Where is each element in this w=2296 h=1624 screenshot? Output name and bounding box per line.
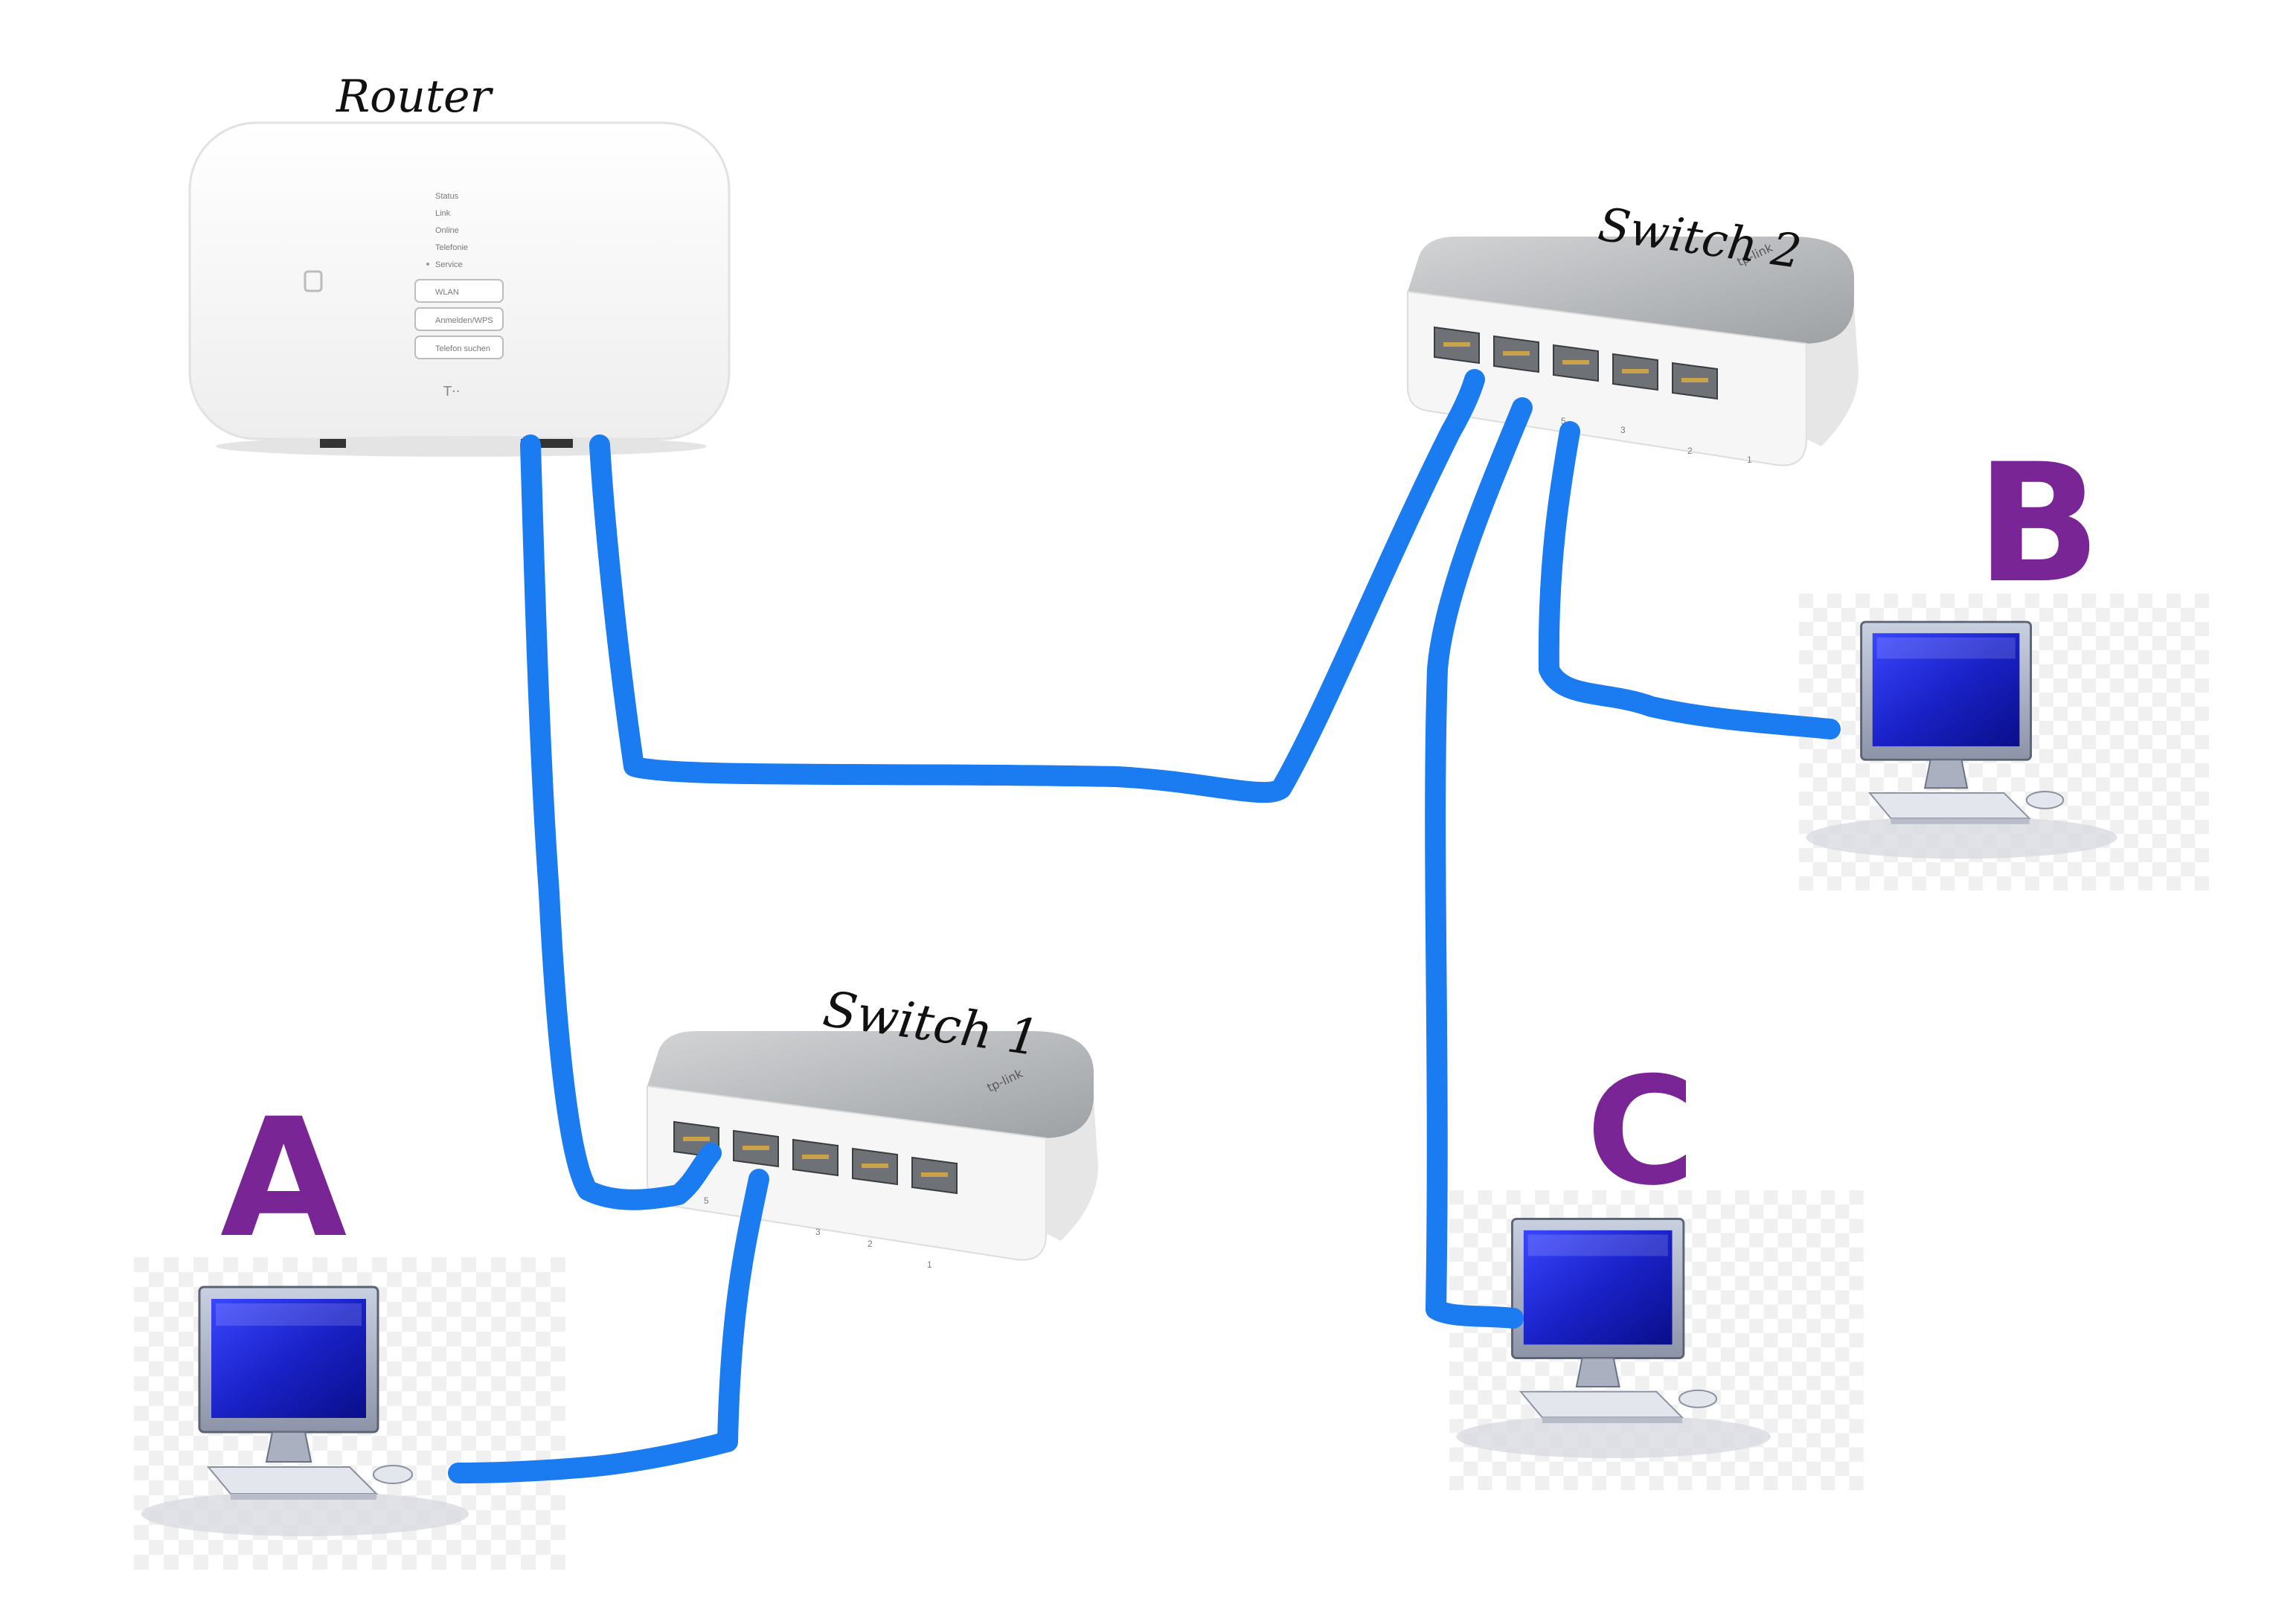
computer-a: [132, 1256, 567, 1571]
router-indicator-online: Online: [435, 226, 459, 235]
switch-2-device: tp-link 5 3 2 1: [1406, 236, 1859, 466]
switch-1-device: tp-link 5 3 2 1: [646, 1030, 1099, 1270]
svg-text:Anmelden/WPS: Anmelden/WPS: [435, 316, 493, 325]
letter-a: A: [220, 1083, 347, 1274]
cable-switch-2-to-computer-b: [1538, 421, 1841, 739]
router-label: Router: [336, 71, 494, 123]
computer-c: [1448, 1189, 1865, 1492]
router-indicator-status: Status: [435, 192, 459, 201]
cable-router-to-switch-2: [589, 369, 1485, 803]
computer-b: [1798, 592, 2210, 892]
router-indicator-service: Service: [435, 260, 463, 269]
switch-1-port-1: 1: [927, 1259, 932, 1270]
letter-b: B: [1976, 429, 2101, 619]
switch-1-port-2: 2: [868, 1239, 873, 1249]
router-button-wps: Anmelden/WPS: [414, 307, 504, 331]
cable-switch-2-to-computer-c: [1425, 397, 1533, 1329]
router-device: Status Link Online Telefonie Service WLA…: [188, 121, 731, 457]
letter-c: C: [1586, 1045, 1696, 1219]
router-button-wlan: WLAN: [414, 279, 504, 303]
switch-1-port-5: 5: [704, 1195, 709, 1206]
router-button-telefon-suchen: Telefon suchen: [414, 336, 504, 359]
switch-2-port-3: 3: [1620, 425, 1626, 435]
svg-text:WLAN: WLAN: [435, 288, 459, 297]
switch-2-port-5: 5: [1561, 416, 1566, 426]
cable-router-to-switch-1: [520, 434, 722, 1210]
router-indicator-telefonie: Telefonie: [435, 243, 468, 252]
switch-1-port-3: 3: [815, 1227, 821, 1237]
switch-2-port-1: 1: [1747, 455, 1752, 465]
router-brand-mark: T··: [443, 384, 460, 399]
router-indicator-link: Link: [435, 209, 451, 218]
switch-2-port-2: 2: [1687, 446, 1693, 456]
cables: [448, 369, 1841, 1483]
cable-switch-1-to-computer-a: [448, 1169, 769, 1483]
nfc-icon: [304, 270, 323, 292]
svg-text:Telefon suchen: Telefon suchen: [435, 344, 490, 353]
